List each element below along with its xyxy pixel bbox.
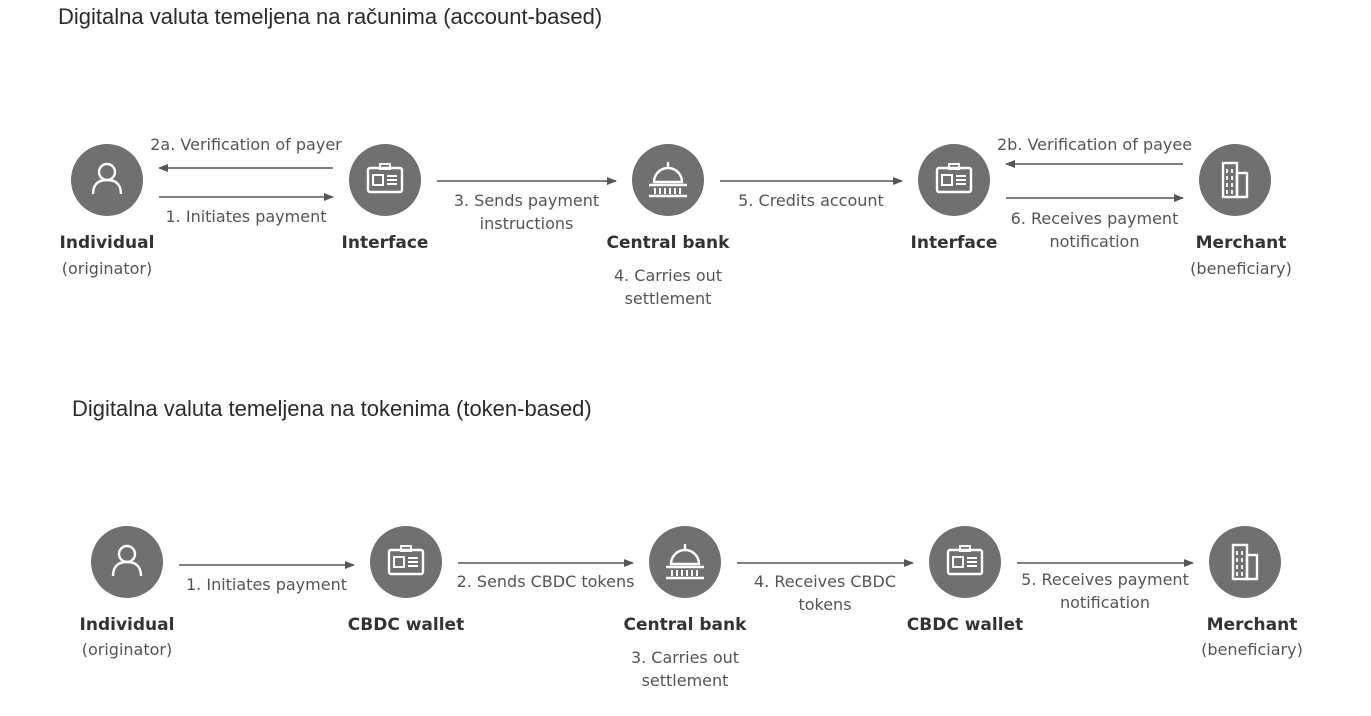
node-circle (632, 144, 704, 216)
token-based-title: Digitalna valuta temeljena na tokenima (… (72, 396, 592, 421)
edge-label: 1. Initiates payment (166, 207, 327, 226)
node-sublabel: (originator) (82, 640, 172, 659)
node-label: Interface (911, 233, 998, 253)
node-circle (370, 526, 442, 598)
node-label: CBDC wallet (348, 615, 464, 635)
node-sublabel: 4. Carries out (614, 266, 722, 285)
node-label: Individual (80, 615, 175, 635)
node-token_section-centralbank (649, 526, 721, 598)
node-token_section-individual (91, 526, 163, 598)
node-circle (349, 144, 421, 216)
bank-dome-icon (649, 162, 687, 198)
id-card-icon (935, 163, 973, 194)
node-label: Individual (60, 233, 155, 253)
id-card-icon (366, 163, 404, 194)
node-circle (1199, 144, 1271, 216)
bank-dome-icon (666, 544, 704, 580)
node-label: Interface (342, 233, 429, 253)
edge-label: 2b. Verification of payee (997, 135, 1192, 154)
id-card-icon (946, 545, 984, 576)
node-circle (649, 526, 721, 598)
edge-label: notification (1050, 232, 1140, 251)
edge-label: instructions (480, 214, 574, 233)
node-label: Merchant (1196, 233, 1287, 253)
node-sublabel: (beneficiary) (1190, 259, 1292, 278)
person-icon (111, 544, 143, 577)
node-sublabel: 3. Carries out (631, 648, 739, 667)
node-circle (929, 526, 1001, 598)
edge-label: 2. Sends CBDC tokens (457, 572, 635, 591)
node-label: Central bank (624, 615, 748, 635)
node-token_section-wallet2 (929, 526, 1001, 598)
node-sublabel: (originator) (62, 259, 152, 278)
node-account_section-interface1 (349, 144, 421, 216)
person-icon (91, 162, 123, 195)
node-sublabel: settlement (642, 671, 729, 690)
edge-label: 4. Receives CBDC (754, 572, 896, 591)
node-token_section-wallet1 (370, 526, 442, 598)
node-label: Central bank (607, 233, 731, 253)
building-icon (1221, 161, 1249, 199)
edge-label: 5. Credits account (738, 191, 884, 210)
edge-label: tokens (798, 595, 851, 614)
id-card-icon (387, 545, 425, 576)
node-account_section-interface2 (918, 144, 990, 216)
edge-label: 3. Sends payment (454, 191, 599, 210)
node-label: CBDC wallet (907, 615, 1023, 635)
node-sublabel: settlement (625, 289, 712, 308)
account-based-title: Digitalna valuta temeljena na računima (… (58, 4, 603, 29)
edge-label: 1. Initiates payment (186, 575, 347, 594)
building-icon (1231, 543, 1259, 581)
node-circle (1209, 526, 1281, 598)
edge-label: 6. Receives payment (1011, 209, 1179, 228)
node-account_section-centralbank (632, 144, 704, 216)
node-account_section-merchant (1199, 144, 1271, 216)
node-circle (918, 144, 990, 216)
node-label: Merchant (1207, 615, 1298, 635)
edge-label: notification (1060, 593, 1150, 612)
node-token_section-merchant (1209, 526, 1281, 598)
node-account_section-individual (71, 144, 143, 216)
node-sublabel: (beneficiary) (1201, 640, 1303, 659)
edge-label: 5. Receives payment (1021, 570, 1189, 589)
edge-label: 2a. Verification of payer (150, 135, 342, 154)
